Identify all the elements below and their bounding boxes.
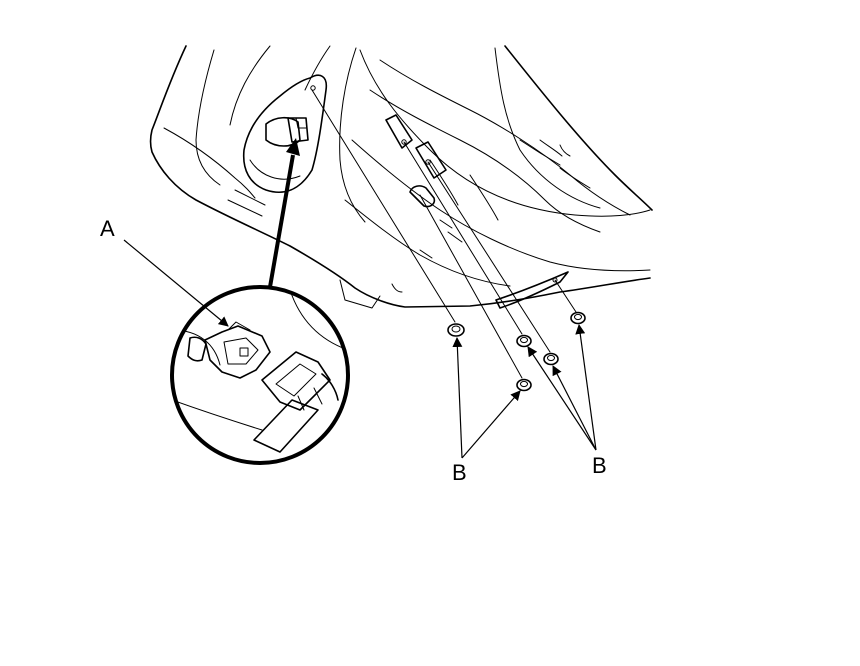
fastener-clip-3: [543, 352, 559, 366]
callout-b-left: B: [452, 337, 521, 485]
label-b-left: B: [452, 460, 467, 485]
fastener-clip-1: [447, 323, 465, 337]
bumper-outline: [149, 45, 653, 309]
callout-b-right: B: [527, 324, 607, 478]
label-b-right: B: [592, 453, 607, 478]
callout-a: A: [100, 216, 229, 327]
fastener-clip-4: [570, 311, 586, 325]
fastener-guide-lines: [311, 89, 577, 379]
underbody-slots: [385, 114, 569, 309]
label-a: A: [100, 216, 115, 241]
fastener-clip-5: [516, 378, 532, 392]
fog-light-housing: [242, 74, 328, 194]
fastener-clip-2: [516, 334, 532, 348]
detail-pointer: [268, 138, 300, 288]
detail-callout: [170, 285, 350, 465]
